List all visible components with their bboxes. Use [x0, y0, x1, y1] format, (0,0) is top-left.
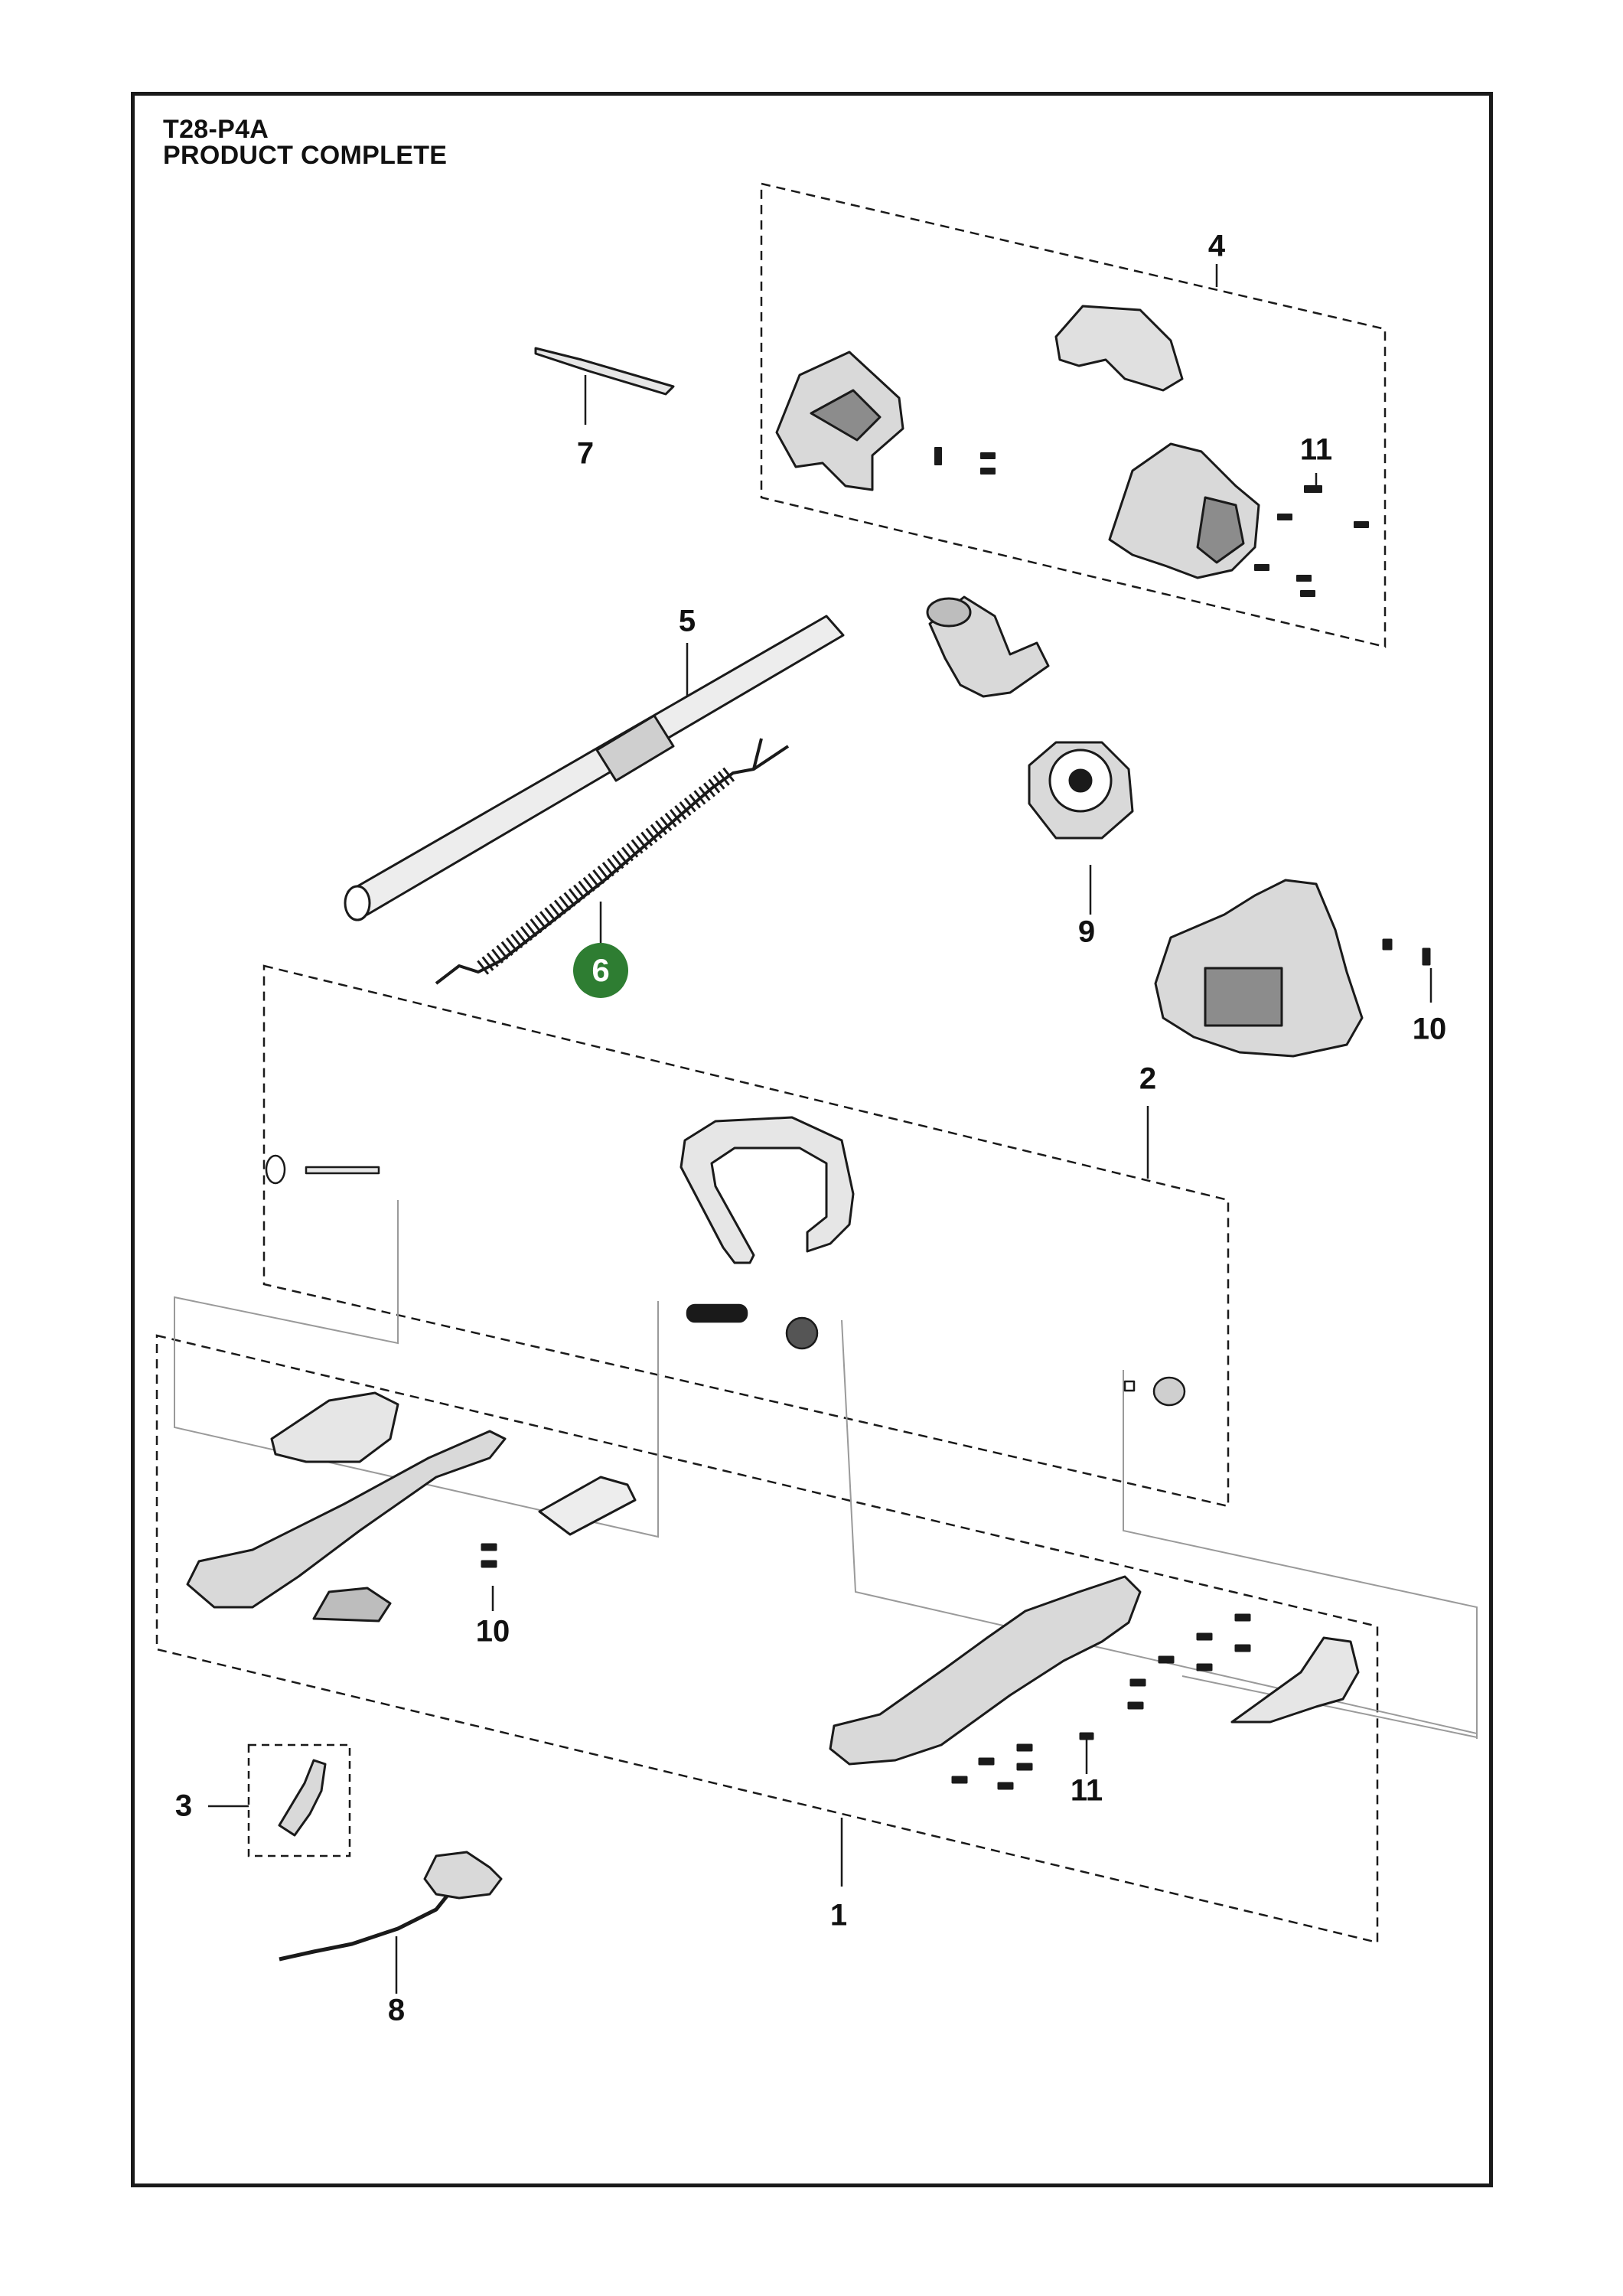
part-1-cap — [538, 1476, 637, 1536]
callout-4: 4 — [1207, 229, 1226, 263]
guard-screws — [1382, 938, 1431, 966]
callout-5: 5 — [678, 604, 696, 638]
part-1-rear-handle — [186, 1430, 507, 1609]
part-5-shaft — [347, 615, 845, 916]
callout-11a: 11 — [1299, 432, 1333, 467]
group-2-outline — [262, 964, 1230, 1508]
group-4-outline — [760, 182, 1387, 648]
part-4-cover-top — [1054, 305, 1184, 392]
diagram-title: PRODUCT COMPLETE — [163, 141, 448, 170]
part-6-coiled-cable — [435, 738, 790, 985]
callout-7: 7 — [576, 436, 595, 471]
guide-line — [1123, 1370, 1478, 1739]
drawing-frame — [131, 92, 1493, 2187]
part-1-screws — [481, 1543, 1251, 1790]
part-7-clip — [534, 347, 675, 396]
callout-2: 2 — [1139, 1062, 1157, 1096]
callout-11b: 11 — [1070, 1773, 1103, 1808]
part-2-small-parts — [265, 1154, 1186, 1407]
part-1-end-cap — [1230, 1636, 1360, 1724]
part-4-screws — [934, 447, 1369, 597]
callout-6-highlight — [573, 943, 628, 998]
group-1-outline — [155, 1334, 1379, 1944]
part-1-front-housing — [829, 1575, 1142, 1766]
callout-6: 6 — [592, 952, 610, 988]
part-2-handle — [680, 1116, 855, 1264]
callout-3: 3 — [174, 1789, 193, 1823]
model-code: T28-P4A — [163, 115, 269, 144]
callout-1: 1 — [829, 1898, 848, 1932]
callout-10b: 10 — [475, 1614, 510, 1649]
group-3-outline — [247, 1743, 351, 1857]
part-3-switch — [278, 1759, 327, 1837]
callout-10a: 10 — [1412, 1012, 1447, 1046]
part-1-trigger-cover — [270, 1391, 399, 1463]
callout-9: 9 — [1077, 915, 1096, 949]
part-1-battery-latch — [312, 1587, 392, 1623]
callout-8: 8 — [387, 1993, 406, 2027]
part-8-board — [423, 1851, 503, 1900]
guide-line — [174, 1200, 659, 1538]
